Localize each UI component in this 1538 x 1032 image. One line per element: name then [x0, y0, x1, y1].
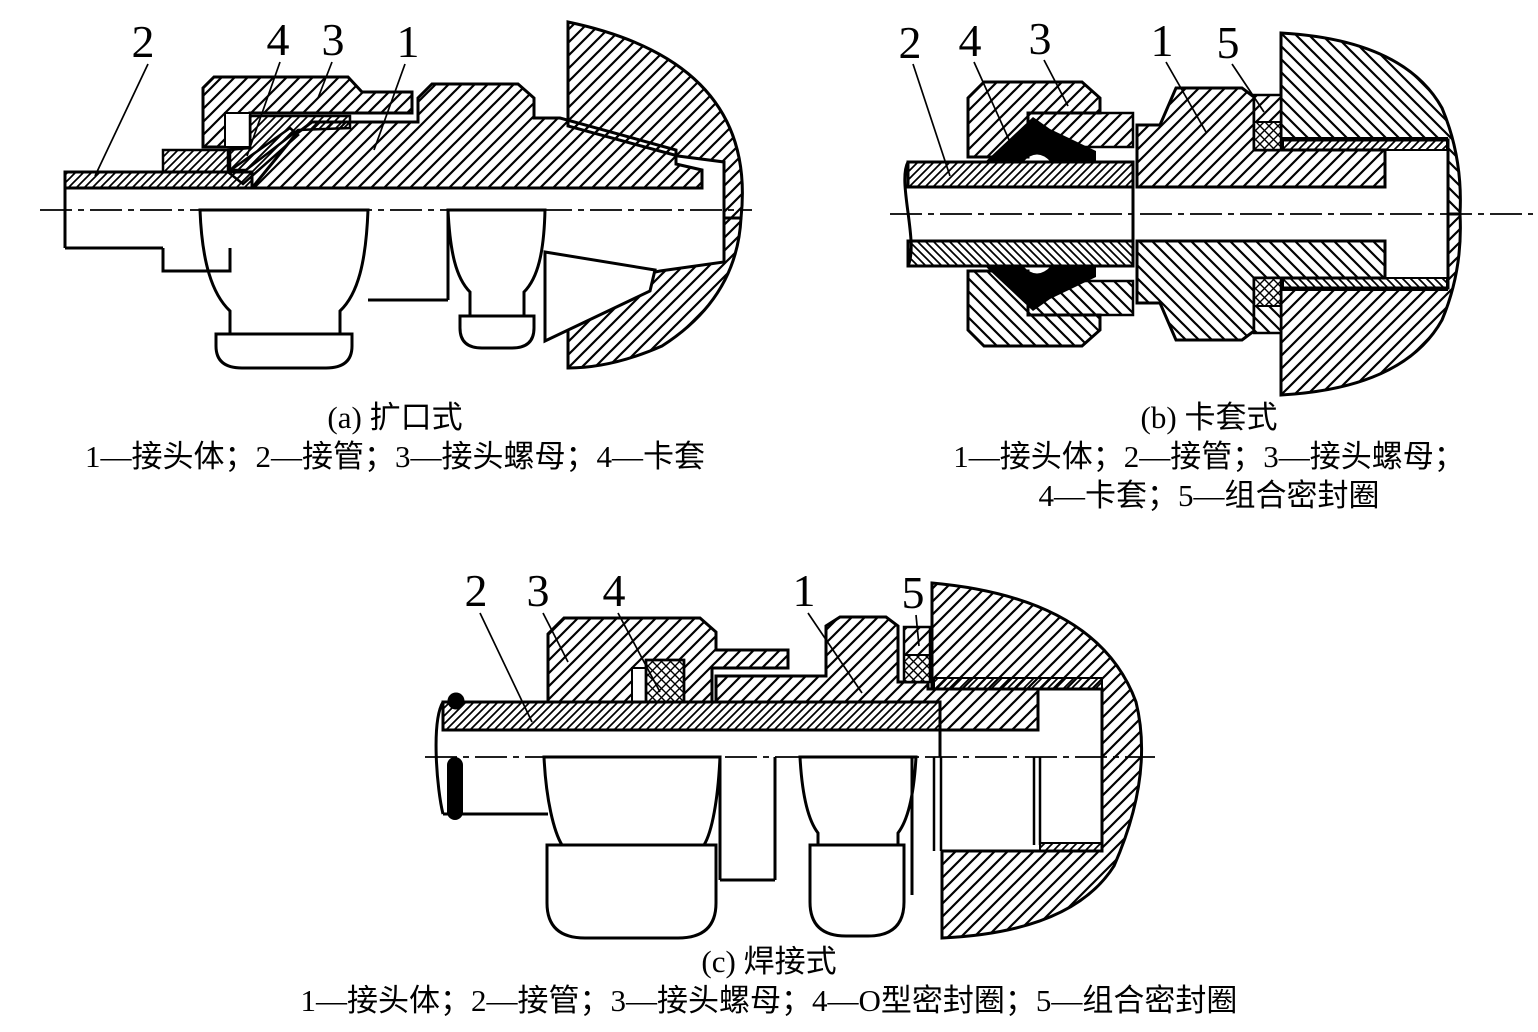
caption-figure-b: (b) 卡套式 1—接头体；2—接管；3—接头螺母； 4—卡套；5—组合密封圈: [880, 398, 1538, 515]
part-label-4: 4: [267, 14, 290, 65]
thread-strip-bottom: [1039, 842, 1103, 852]
neck-exterior-line: [718, 757, 777, 882]
o-ring-seal: [644, 658, 686, 704]
leader-part3: [1043, 59, 1069, 107]
caption-figure-a: (a) 扩口式 1—接头体；2—接管；3—接头螺母；4—卡套: [30, 398, 760, 476]
thread-strip-top: [933, 677, 1103, 690]
figure-b-ferrule-fitting: 2 4 3 1 5: [890, 13, 1533, 397]
leader-part4: [246, 61, 281, 157]
caption-b-title: (b) 卡套式: [1140, 400, 1278, 435]
o-ring-dot: [447, 692, 465, 710]
body-hex-exterior: [446, 208, 547, 318]
body-hex-exterior: [798, 755, 918, 847]
body-section: [1135, 86, 1387, 189]
leader-part2: [479, 612, 533, 723]
wall-section: [930, 581, 1144, 940]
figure-a-flared-fitting: 2 4 3 1: [40, 14, 752, 370]
body-hex-exterior-lower: [808, 843, 906, 938]
part-label-5: 5: [1217, 17, 1240, 68]
leader-part3: [542, 612, 569, 663]
leader-lines: [94, 61, 406, 177]
seal-ring-bottom: [903, 654, 931, 683]
figure-b-upper-half: [906, 31, 1462, 216]
body-hex-exterior-lower: [458, 314, 536, 350]
part-label-2: 2: [899, 17, 922, 68]
caption-b-legend-line1: 1—接头体；2—接管；3—接头螺母；: [953, 439, 1465, 474]
neck-exterior-line: [368, 210, 450, 302]
caption-a-title: (a) 扩口式: [327, 400, 463, 435]
seal-ring-bottom: [1253, 121, 1282, 151]
leader-part4: [973, 61, 1011, 143]
part-label-1: 1: [793, 570, 816, 616]
nut-hex-exterior: [542, 755, 722, 847]
wall-section-bottom: [566, 216, 743, 370]
caption-c-legend: 1—接头体；2—接管；3—接头螺母；4—O型密封圈；5—组合密封圈: [300, 983, 1238, 1018]
ferrule-solid: [985, 117, 1096, 162]
wall-face-lines: [932, 757, 1042, 851]
thread-strip: [1282, 137, 1448, 151]
part-label-3: 3: [1029, 13, 1052, 64]
nut-hex-exterior-lower: [545, 843, 718, 940]
caption-c-title: (c) 焊接式: [701, 944, 837, 979]
leader-part2: [912, 63, 951, 177]
pipe-wall-section: [441, 700, 942, 732]
part-label-1: 1: [1151, 15, 1174, 66]
nut-hex-exterior-lower: [214, 332, 354, 370]
ferrule-groove-white: [224, 112, 251, 148]
leader-part1: [373, 63, 406, 151]
leader-part2: [94, 63, 149, 177]
body-cone-exterior: [543, 250, 657, 344]
leader-part1: [807, 612, 863, 694]
part-label-3: 3: [527, 570, 550, 616]
leader-part1: [1165, 61, 1207, 133]
caption-b-legend-line2: 4—卡套；5—组合密封圈: [1038, 478, 1380, 513]
pipe-wall-section: [63, 170, 254, 190]
leader-lines: [479, 612, 920, 723]
wall-section: [1279, 31, 1462, 216]
leader-part5: [915, 614, 920, 647]
caption-figure-c: (c) 焊接式 1—接头体；2—接管；3—接头螺母；4—O型密封圈；5—组合密封…: [119, 942, 1419, 1020]
o-ring-bar: [447, 757, 463, 820]
leader-part4: [617, 612, 661, 693]
part-label-1: 1: [397, 16, 420, 67]
part-label-4: 4: [959, 15, 982, 66]
pipe-wall-section: [906, 160, 1135, 189]
figure-c-welded-fitting: 2 3 4 1 5: [425, 570, 1155, 940]
leader-lines: [912, 59, 1265, 177]
ferrule-step-section: [161, 148, 232, 174]
figure-b-lower-half-mirror: [906, 212, 1462, 397]
part-label-4: 4: [603, 570, 626, 616]
caption-a-legend: 1—接头体；2—接管；3—接头螺母；4—卡套: [85, 439, 705, 474]
part-label-2: 2: [132, 16, 155, 67]
part-label-5: 5: [902, 570, 925, 618]
seal-ring-top: [1253, 94, 1282, 123]
part-label-3: 3: [322, 14, 345, 65]
part-label-2: 2: [465, 570, 488, 616]
leader-part3: [317, 61, 333, 99]
leader-part5: [1231, 63, 1265, 113]
pipe-break-line: [903, 161, 913, 267]
